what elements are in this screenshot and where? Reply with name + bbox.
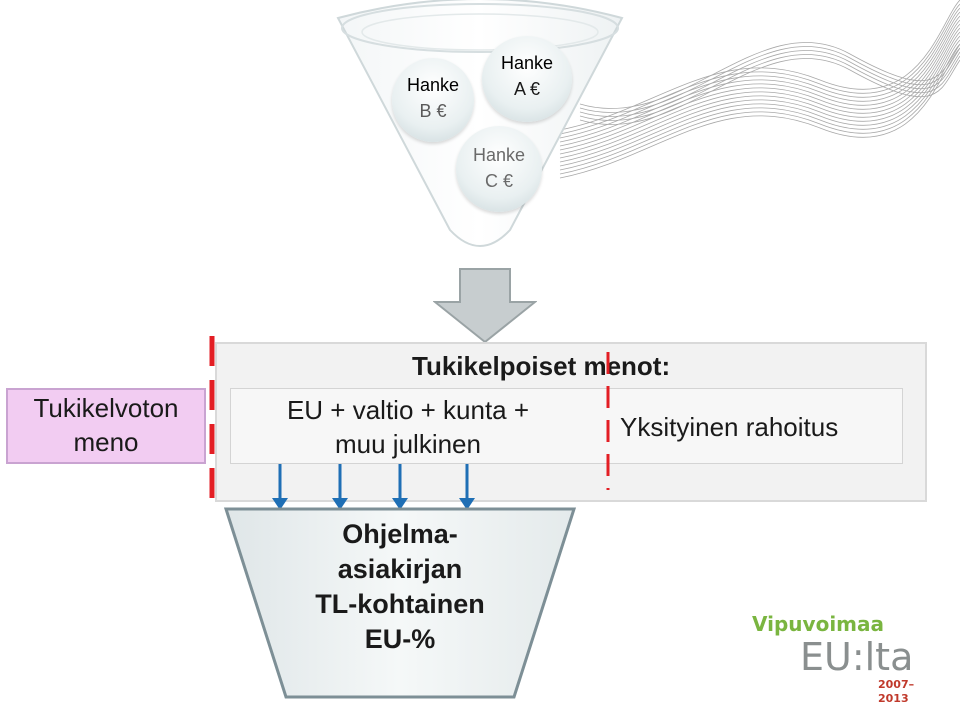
logo-line1: Vipuvoimaa <box>752 612 885 636</box>
red-dashed-divider-right <box>606 352 610 490</box>
public-funding-label: EU + valtio + kunta + muu julkinen <box>248 393 568 461</box>
decorative-swirl-lines <box>559 0 960 179</box>
public-funding-line1: EU + valtio + kunta + <box>286 395 530 425</box>
bubble-line1: Hanke <box>406 75 460 95</box>
bubble-line2: C € <box>484 171 513 191</box>
bubble-line1: Hanke <box>500 53 554 73</box>
funnel-line3: TL-kohtainen <box>315 589 485 619</box>
bottom-funnel-label: Ohjelma- asiakirjan TL-kohtainen EU-% <box>240 517 560 657</box>
ineligible-line1: Tukikelvoton <box>33 393 179 423</box>
ineligible-cost-label: Tukikelvoton meno <box>6 391 206 459</box>
financing-row-panel <box>230 388 903 464</box>
bubble-hanke-a: Hanke A € <box>482 36 572 122</box>
ineligible-cost-box <box>6 388 206 464</box>
private-funding-label: Yksityinen rahoitus <box>620 412 839 442</box>
blue-arrows <box>272 464 475 510</box>
bottom-funnel-shape <box>223 507 577 699</box>
logo-line2: EU:lta <box>800 635 914 679</box>
red-dashed-divider-left <box>209 336 215 506</box>
bubble-hanke-c: Hanke C € <box>456 126 542 212</box>
bubble-hanke-b: Hanke B € <box>392 58 474 142</box>
public-funding-line2: muu julkinen <box>335 429 481 459</box>
bubble-line2: B € <box>419 101 447 121</box>
bubble-line2: A € <box>513 79 541 99</box>
down-arrow-icon <box>433 268 537 344</box>
funnel-line4: EU-% <box>364 624 436 654</box>
logo-line3: 2007–2013 <box>878 678 915 705</box>
vipuvoimaa-logo: Vipuvoimaa EU:lta 2007–2013 <box>752 612 942 705</box>
bubble-line1: Hanke <box>472 145 526 165</box>
ineligible-line2: meno <box>73 427 139 457</box>
funnel-line2: asiakirjan <box>337 554 463 584</box>
eligible-costs-title: Tukikelpoiset menot: <box>412 351 671 381</box>
funnel-line1: Ohjelma- <box>342 519 458 549</box>
